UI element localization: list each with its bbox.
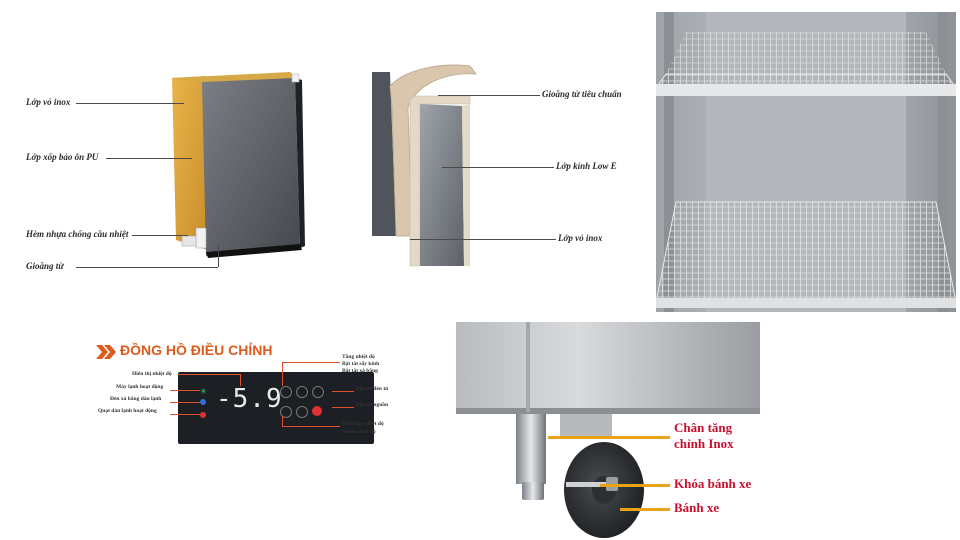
label-low-e-glass: Lớp kính Low E [556, 161, 617, 171]
label-compressor: Máy lạnh hoạt động [116, 384, 164, 390]
leader-temp-display-v [240, 374, 241, 386]
leader-right-top [282, 362, 340, 363]
label-thermal-break: Hèm nhựa chống cầu nhiệt [26, 229, 129, 239]
button-set-temp[interactable] [280, 406, 292, 418]
button-light[interactable] [312, 386, 324, 398]
button-power[interactable] [312, 406, 322, 416]
label-outer-skin-glass: Lớp vỏ inox [558, 233, 603, 243]
leader-gasket [76, 267, 218, 268]
leader-gasket-standard [438, 95, 540, 96]
button-heater[interactable] [296, 386, 308, 398]
control-panel-section: ĐỒNG HỒ ĐIỀU CHỈNH ✳ -5.9 Hiển thị nhiệt… [96, 336, 388, 446]
button-temp-down[interactable] [296, 406, 308, 418]
leader-outer-skin-glass [410, 239, 556, 240]
leader-compressor [170, 390, 200, 391]
glass-door-panel: Gioăng từ tiêu chuẩn Lớp kính Low E Lớp … [330, 0, 650, 300]
leader-light [332, 391, 354, 392]
leader-foot [548, 436, 670, 439]
label-temp-down: Giảm nhiệt độ [342, 429, 376, 435]
wire-shelves-illustration [656, 12, 956, 312]
label-foot: Chân tăng chỉnh Inox [674, 420, 734, 451]
label-wheel: Bánh xe [674, 500, 720, 515]
led-defrost-icon [200, 399, 206, 405]
title-chevron-icon [96, 345, 116, 359]
label-set-temp: Thiết lập nhiệt độ [342, 421, 384, 427]
leader-right-bottom [282, 426, 340, 427]
label-temp-up: Tăng nhiệt độ [342, 354, 375, 360]
led-compressor-icon: ✳ [200, 387, 207, 396]
label-outer-skin: Lớp vỏ inox [26, 97, 71, 107]
leader-wheel [620, 508, 670, 511]
leader-low-e-glass [442, 167, 554, 168]
leader-right-bottom-v [282, 416, 283, 426]
leader-lock [600, 484, 670, 487]
door-section-panel: Lớp vỏ inox Lớp xốp bảo ôn PU Hèm nhựa c… [0, 0, 330, 300]
leader-temp-display [178, 374, 240, 375]
label-temp-display: Hiển thị nhiệt độ [132, 371, 172, 377]
leader-outer-skin [76, 103, 184, 104]
label-power: Bật tắt nguồn [356, 402, 389, 408]
label-heater: Bật tắt sấy kính [342, 361, 380, 367]
leader-right-top-v [282, 362, 283, 386]
leader-gasket-vertical [218, 246, 219, 267]
leader-power [332, 407, 354, 408]
button-temp-up[interactable] [280, 386, 292, 398]
label-defrost: Bật tắt xả băng [342, 368, 378, 374]
caster-illustration [456, 322, 760, 538]
label-gasket-standard: Gioăng từ tiêu chuẩn [542, 89, 622, 99]
leader-thermal-break [132, 235, 188, 236]
control-panel-title: ĐỒNG HỒ ĐIỀU CHỈNH [120, 342, 273, 358]
controller-faceplate: ✳ -5.9 [178, 372, 374, 444]
label-pu-foam: Lớp xốp bảo ôn PU [26, 152, 99, 162]
temperature-display: -5.9 [216, 384, 283, 414]
leader-defrost-light [170, 402, 200, 403]
label-lock: Khóa bánh xe [674, 476, 752, 491]
label-fan: Quạt dàn lạnh hoạt động [98, 408, 157, 414]
leader-fan [170, 414, 200, 415]
interior-shelf-photo [656, 12, 956, 312]
label-defrost-light: Đèn xả băng dàn lạnh [110, 396, 162, 402]
led-fan-icon [200, 412, 206, 418]
label-light: Bật tắt đèn tủ [356, 386, 389, 392]
glass-door-illustration [372, 64, 477, 267]
caster-photo [456, 322, 760, 540]
door-section-illustration [172, 72, 305, 258]
leader-pu-foam [106, 158, 192, 159]
label-gasket: Gioăng từ [26, 261, 64, 271]
